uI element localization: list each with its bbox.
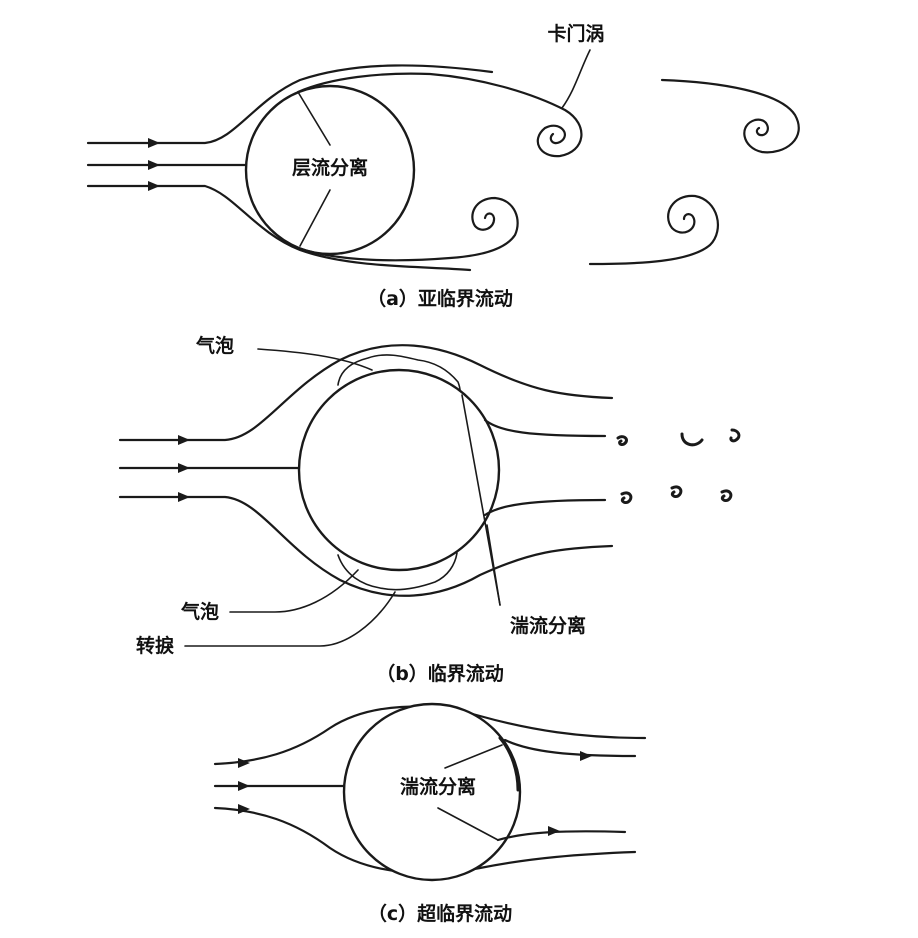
shear-layer-a-top bbox=[296, 72, 583, 158]
caption-a: （a）亚临界流动 bbox=[367, 287, 513, 310]
streamline-b-1 bbox=[118, 344, 614, 442]
arrow-c-1 bbox=[238, 758, 250, 768]
label-bubble-bottom: 气泡 bbox=[180, 600, 219, 623]
streamline-b-3 bbox=[118, 495, 614, 597]
wake-vortices-b bbox=[616, 428, 741, 504]
caption-c: （c）超临界流动 bbox=[368, 902, 512, 925]
arrow-c-2 bbox=[238, 781, 250, 791]
transition-pointer bbox=[184, 591, 396, 647]
vortex-pointer bbox=[561, 49, 591, 109]
panel-b: 气泡 气泡 转捩 湍流分离 （b）临界流动 bbox=[118, 334, 741, 685]
arrow-b-3 bbox=[178, 492, 190, 502]
turbulent-separation-pointer-2 bbox=[486, 524, 501, 606]
arrow-a-3 bbox=[148, 181, 160, 191]
arrow-c-3 bbox=[238, 804, 250, 814]
streamline-a-1 bbox=[86, 64, 494, 145]
arrow-a-1 bbox=[148, 138, 160, 148]
panel-a: 层流分离 卡门涡 （a）亚临界流动 bbox=[86, 22, 800, 310]
vortex-b-5 bbox=[670, 485, 683, 498]
vortex-a-upper-2 bbox=[660, 78, 800, 154]
panel-c: 湍流分离 （c）超临界流动 bbox=[213, 702, 647, 925]
arrow-b-1 bbox=[178, 435, 190, 445]
vortex-b-6 bbox=[720, 489, 733, 502]
arrow-c-5 bbox=[548, 826, 560, 836]
arrow-b-2 bbox=[178, 463, 190, 473]
vortex-b-1 bbox=[616, 435, 628, 447]
bubble-top-pointer bbox=[257, 348, 373, 371]
shear-layer-c-top bbox=[503, 738, 637, 758]
separation-pointer-a-top bbox=[297, 91, 331, 146]
separation-pointer-a-bottom bbox=[299, 189, 331, 247]
vortex-b-2 bbox=[680, 432, 704, 447]
label-bubble-top: 气泡 bbox=[195, 334, 234, 357]
label-transition: 转捩 bbox=[136, 634, 175, 657]
cylinder-c bbox=[342, 702, 522, 882]
separation-pointer-c-top bbox=[444, 744, 503, 769]
bubble-bottom-pointer bbox=[229, 569, 359, 613]
shear-layer-b-bottom bbox=[483, 498, 607, 517]
caption-b: （b）临界流动 bbox=[376, 662, 504, 685]
label-laminar-separation: 层流分离 bbox=[292, 156, 368, 179]
streamline-a-3 bbox=[86, 184, 472, 272]
separation-pointer-c-bottom bbox=[437, 807, 499, 841]
shear-layer-b-top bbox=[483, 418, 607, 438]
vortex-b-3 bbox=[729, 428, 741, 443]
arrow-c-4 bbox=[580, 751, 592, 761]
cylinder-a bbox=[244, 84, 416, 256]
vortex-a-lower-2 bbox=[588, 194, 719, 266]
bubble-b-bottom bbox=[337, 552, 458, 591]
vortex-b-4 bbox=[620, 491, 633, 504]
label-turbulent-separation-c: 湍流分离 bbox=[400, 775, 476, 798]
label-turbulent-separation-b: 湍流分离 bbox=[510, 614, 586, 637]
shear-layer-c-bottom bbox=[496, 830, 627, 842]
shear-layer-a-bottom bbox=[296, 196, 519, 262]
separation-mark-c bbox=[498, 736, 520, 792]
arrow-a-2 bbox=[148, 160, 160, 170]
label-karman-vortex: 卡门涡 bbox=[547, 22, 604, 45]
cylinder-b bbox=[297, 368, 501, 572]
